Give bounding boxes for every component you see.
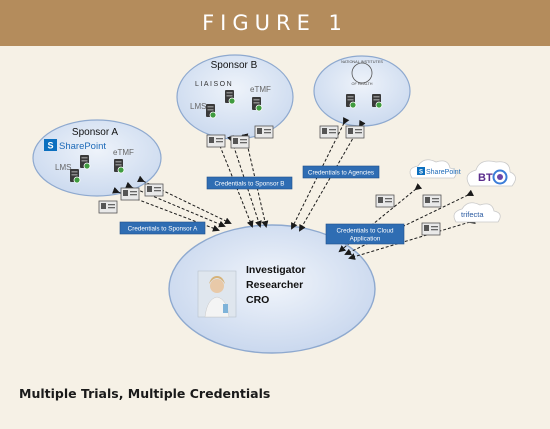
server-icon <box>113 158 125 174</box>
sponsor-b-etmf: eTMF <box>250 85 271 94</box>
role-investigator: Investigator <box>246 264 306 276</box>
server-icon <box>251 96 263 112</box>
sponsor-a-node: Sponsor A S SharePoint LMS eTMF <box>32 119 162 197</box>
server-icon <box>345 93 357 109</box>
credential-card-icon <box>254 125 274 139</box>
nih-logo-bottom: OF HEALTH <box>351 82 372 86</box>
credential-card-icon <box>144 183 164 197</box>
cloud-sharepoint: S SharePoint <box>409 159 461 179</box>
investigator-node: Investigator Researcher CRO <box>168 224 376 354</box>
credential-card-icon <box>319 125 339 139</box>
sponsor-a-lms: LMS <box>55 163 71 172</box>
cloud-trifecta: trifecta <box>453 202 501 223</box>
credential-card-icon <box>206 134 226 148</box>
bt-logo-text: BT <box>478 172 493 184</box>
nih-logo-top: NATIONAL INSTITUTES <box>341 60 383 64</box>
person-photo <box>197 270 237 318</box>
credentials-diagram: Sponsor A S SharePoint LMS eTMF Sponsor … <box>32 54 516 354</box>
label-sponsor-a: Credentials to Sponsor A <box>119 221 206 235</box>
trifecta-logo-text: trifecta <box>461 210 484 219</box>
cloud-bt: BT <box>466 160 516 187</box>
figure-header: FIGURE 1 <box>0 0 550 46</box>
server-icon <box>69 168 81 184</box>
agency-node: NATIONAL INSTITUTES OF HEALTH <box>313 55 411 127</box>
credential-card-icon <box>120 187 140 201</box>
label-cloud-text-1: Credentials to Cloud <box>336 228 394 235</box>
liaison-logo: LIAISON <box>195 81 233 88</box>
label-sponsor-b-text: Credentials to Sponsor B <box>214 181 284 188</box>
credential-card-icon <box>422 194 442 208</box>
sponsor-b-node: Sponsor B LIAISON LMS eTMF <box>176 54 294 140</box>
server-icon <box>224 89 236 105</box>
role-cro: CRO <box>246 294 269 306</box>
credential-card-icon <box>230 135 250 149</box>
label-sponsor-a-text: Credentials to Sponsor A <box>128 226 198 233</box>
svg-text:S: S <box>47 141 53 151</box>
sponsor-a-etmf: eTMF <box>113 148 134 157</box>
credential-card-icon <box>421 222 441 236</box>
role-researcher: Researcher <box>246 279 303 291</box>
label-agencies-text: Credentials to Agencies <box>308 170 374 177</box>
server-icon <box>79 154 91 170</box>
figure-caption: Multiple Trials, Multiple Credentials <box>19 386 271 401</box>
label-agencies: Credentials to Agencies <box>302 165 380 179</box>
label-sponsor-b: Credentials to Sponsor B <box>206 176 293 190</box>
svg-text:S: S <box>419 170 423 176</box>
credential-card-icon <box>98 200 118 214</box>
credential-card-icon <box>375 194 395 208</box>
sharepoint-logo: S SharePoint <box>44 139 106 152</box>
cloud-sharepoint-text: SharePoint <box>426 169 461 176</box>
server-icon <box>205 103 217 119</box>
label-cloud: Credentials to Cloud Application <box>325 223 405 245</box>
sharepoint-logo-text: SharePoint <box>59 141 106 152</box>
figure-title: FIGURE 1 <box>202 11 348 35</box>
credential-card-icon <box>345 125 365 139</box>
server-icon <box>371 93 383 109</box>
label-cloud-text-2: Application <box>350 236 381 243</box>
sponsor-b-lms: LMS <box>190 102 206 111</box>
sponsor-b-title: Sponsor B <box>211 60 258 71</box>
sponsor-a-title: Sponsor A <box>72 127 118 138</box>
